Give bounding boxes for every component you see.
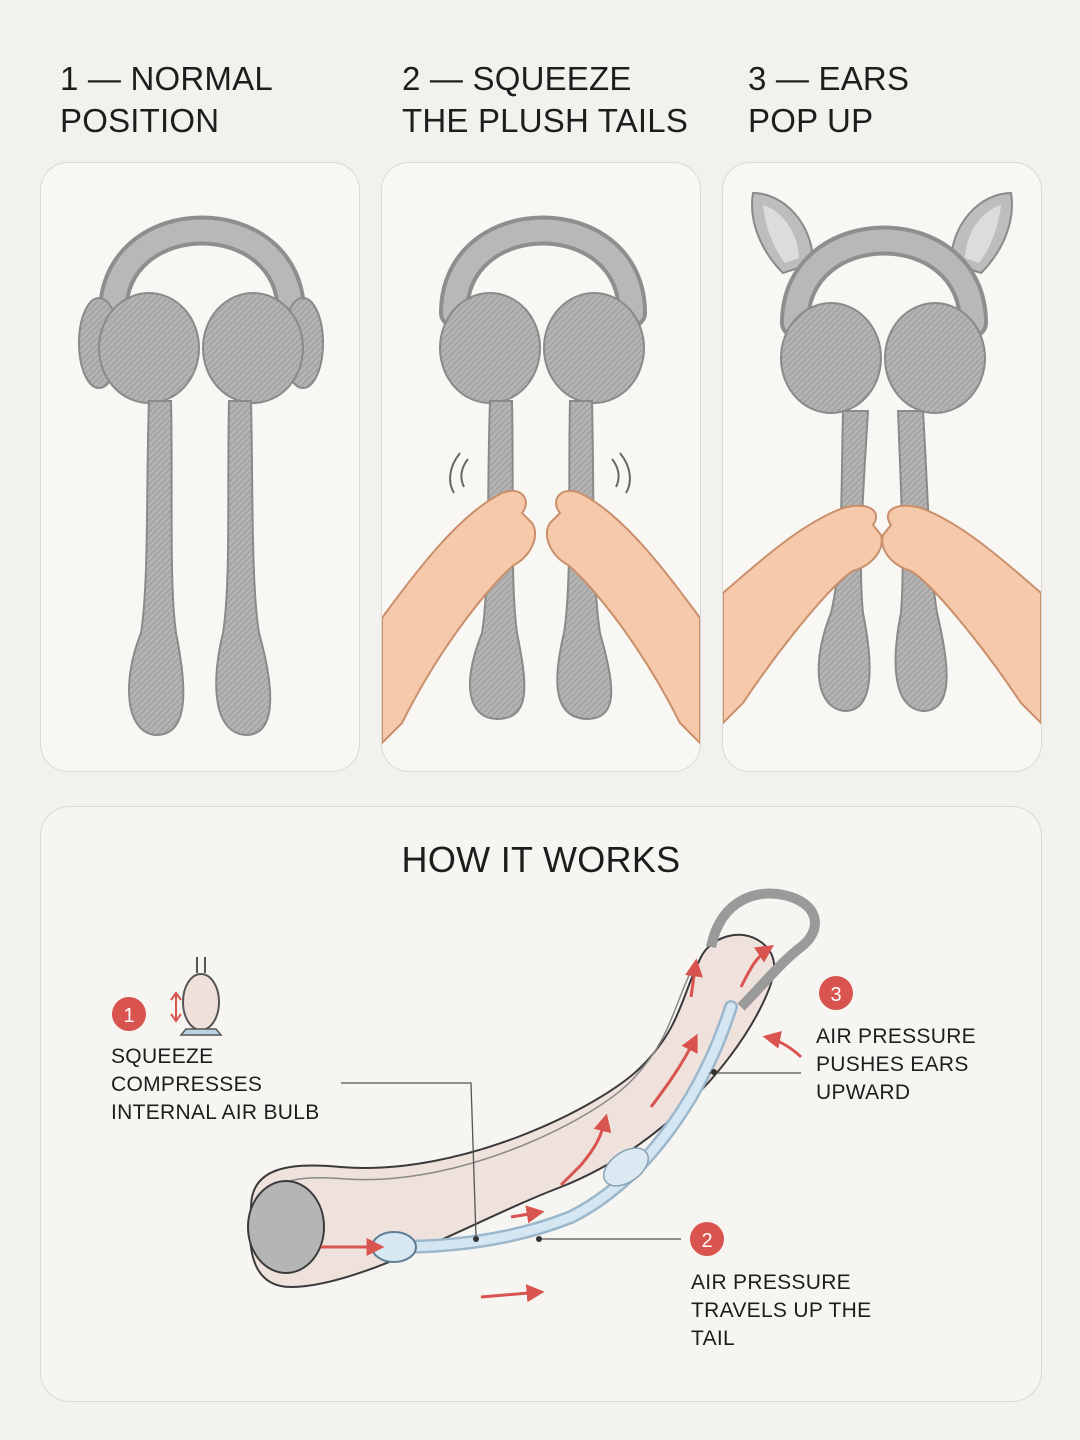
- leader-line-1: [341, 1082, 477, 1238]
- badge-2-text: 2: [701, 1230, 712, 1252]
- callout-1-line1: SQUEEZE: [111, 1045, 214, 1068]
- callout-2: AIR PRESSURE TRAVELS UP THE TAIL: [691, 1269, 871, 1353]
- tail-base: [247, 1180, 325, 1274]
- how-it-works-title: HOW IT WORKS: [401, 839, 681, 880]
- left-hand: [382, 490, 537, 745]
- panel-ears-pop-up: [722, 162, 1042, 772]
- step-1-title-line2: POSITION: [60, 102, 220, 139]
- panel-normal-position: [40, 162, 360, 772]
- step-1-title: 1 — NORMAL POSITION: [60, 58, 273, 142]
- callout-3-line2: PUSHES EARS: [816, 1053, 969, 1076]
- callout-1-line3: INTERNAL AIR BULB: [111, 1101, 320, 1124]
- callout-3-line1: AIR PRESSURE: [816, 1025, 976, 1048]
- earmuffs-normal-illustration: [78, 215, 324, 737]
- badge-1-circle: [112, 997, 146, 1031]
- step-2-title-line1: 2 — SQUEEZE: [402, 60, 632, 97]
- callout-2-line1: AIR PRESSURE: [691, 1271, 851, 1294]
- callout-1: SQUEEZE COMPRESSES INTERNAL AIR BULB: [111, 1043, 320, 1127]
- badge-3-circle: [819, 976, 853, 1010]
- air-mechanism-diagram: 1 2 3: [112, 888, 853, 1303]
- right-hand: [545, 490, 700, 745]
- step-2-title-line2: THE PLUSH TAILS: [402, 102, 689, 139]
- callout-2-line2: TRAVELS UP THE: [691, 1299, 872, 1322]
- step-3-title-line1: 3 — EARS: [748, 60, 910, 97]
- tail-cross-section: [248, 933, 776, 1289]
- badge-3-text: 3: [830, 984, 841, 1006]
- ear-loop: [706, 888, 820, 1011]
- callout-2-line3: TAIL: [691, 1327, 735, 1350]
- badge-1-text: 1: [123, 1005, 134, 1027]
- callout-1-line2: COMPRESSES: [111, 1073, 263, 1096]
- earmuffs-ears-up-illustration: [723, 191, 1041, 725]
- step-3-title-line2: POP UP: [748, 102, 874, 139]
- step-3-title: 3 — EARS POP UP: [748, 58, 909, 142]
- how-it-works-panel: HOW IT WORKS: [40, 806, 1042, 1402]
- air-bulb-icon: [170, 957, 223, 1036]
- callout-3: AIR PRESSURE PUSHES EARS UPWARD: [816, 1023, 976, 1107]
- step-2-title: 2 — SQUEEZE THE PLUSH TAILS: [402, 58, 688, 142]
- earmuffs-squeeze-illustration: [382, 215, 700, 745]
- badge-2-circle: [690, 1222, 724, 1256]
- callout-3-line3: UPWARD: [816, 1081, 911, 1104]
- step-1-title-line1: 1 — NORMAL: [60, 60, 273, 97]
- panel-squeeze-tails: [381, 162, 701, 772]
